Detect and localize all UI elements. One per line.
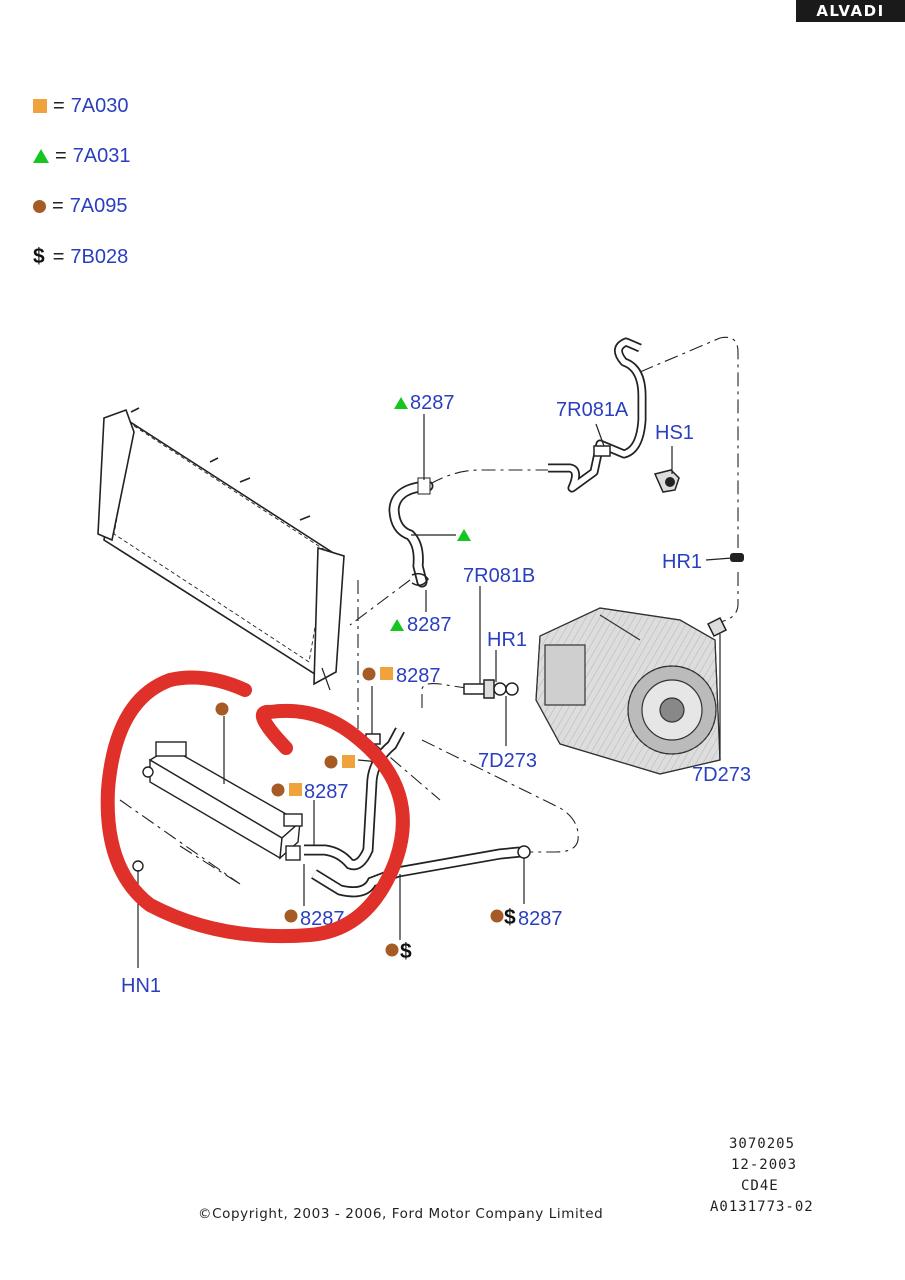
green-triangle-icon <box>457 529 471 541</box>
orange-square-icon <box>289 783 302 796</box>
diagram-model: CD4E <box>741 1178 779 1194</box>
dollar-icon: $ <box>504 906 516 929</box>
legend-equals: = <box>52 245 65 268</box>
brown-circle-icon <box>490 909 504 923</box>
callout-symbols <box>215 397 504 957</box>
callout-8287: 8287 <box>396 665 441 687</box>
callout-7D273: 7D273 <box>692 764 751 786</box>
diagram-reference: A0131773-02 <box>710 1199 814 1215</box>
diagram-date: 12-2003 <box>731 1157 798 1173</box>
callout-7D273: 7D273 <box>478 750 537 772</box>
callout-HR1: HR1 <box>662 551 702 573</box>
diagram-number: 3070205 <box>729 1136 796 1152</box>
upper-hose <box>388 477 434 588</box>
legend-code: 7A031 <box>72 144 131 167</box>
brown-circle-icon <box>324 755 338 769</box>
dashed-leaders <box>119 336 739 885</box>
brown-circle-icon <box>33 199 46 213</box>
fitting-7R081B <box>463 679 519 699</box>
legend-equals: = <box>53 94 65 117</box>
brand-badge: ALVADI <box>796 0 905 22</box>
callout-8287: 8287 <box>407 614 452 636</box>
legend-code: 7A030 <box>70 94 129 117</box>
brown-circle-icon <box>284 909 298 923</box>
orange-square-icon <box>33 99 47 113</box>
callout-HS1: HS1 <box>655 422 694 444</box>
oil-cooler <box>132 741 303 872</box>
legend-item-7A031: = 7A031 <box>33 144 131 168</box>
brown-circle-icon <box>271 783 285 797</box>
red-highlight-circle <box>100 670 410 944</box>
legend-item-7A030: = 7A030 <box>33 94 129 118</box>
radiator <box>97 407 345 691</box>
green-triangle-icon <box>390 619 404 631</box>
transmission-assembly <box>535 607 721 775</box>
legend-item-7B028: $ = 7B028 <box>33 245 128 269</box>
legend-equals: = <box>55 144 67 167</box>
copyright-notice: ©Copyright, 2003 - 2006, Ford Motor Comp… <box>198 1206 604 1222</box>
brown-circle-icon <box>362 667 376 681</box>
callout-8287: 8287 <box>518 908 563 930</box>
green-triangle-icon <box>33 149 49 163</box>
legend-equals: = <box>52 194 64 217</box>
callout-7R081B: 7R081B <box>463 565 535 587</box>
callout-HR1: HR1 <box>487 629 527 651</box>
green-triangle-icon <box>394 397 408 409</box>
brown-circle-icon <box>385 943 399 957</box>
dollar-icon: $ <box>33 245 45 268</box>
orange-square-icon <box>342 755 355 768</box>
callout-dollar: $ <box>400 940 412 963</box>
legend-item-7A095: = 7A095 <box>33 194 128 218</box>
callout-HN1: HN1 <box>121 975 161 997</box>
callout-8287: 8287 <box>410 392 455 414</box>
legend-code: 7A095 <box>69 194 128 217</box>
callout-8287: 8287 <box>304 781 349 803</box>
tube-7R081A <box>548 337 744 638</box>
brown-circle-icon <box>215 702 229 716</box>
legend-code: 7B028 <box>70 245 129 268</box>
orange-square-icon <box>380 667 393 680</box>
callout-7R081A: 7R081A <box>556 399 629 421</box>
